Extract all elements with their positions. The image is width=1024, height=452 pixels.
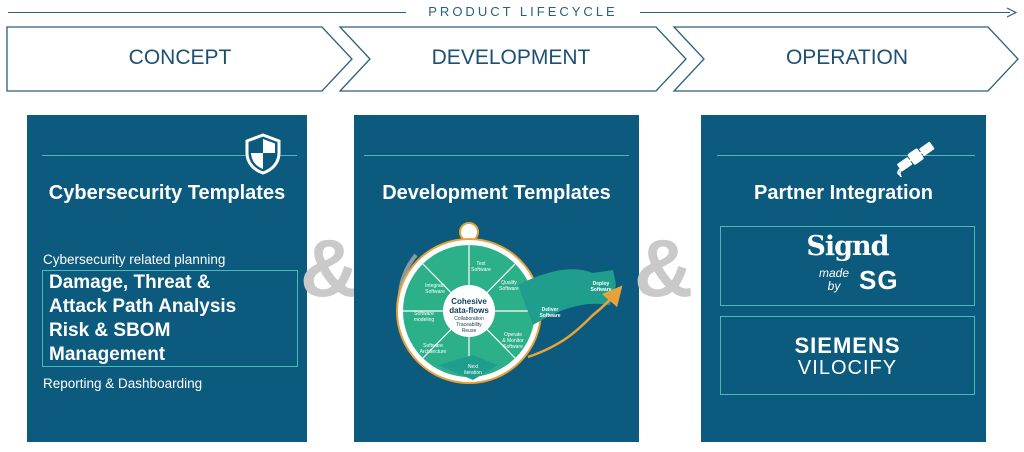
partner-signd: Signd made by SG <box>720 226 975 306</box>
panel-concept: Cybersecurity Templates Cybersecurity re… <box>27 115 307 442</box>
deploy-label: Deploy <box>593 281 610 287</box>
center-hub <box>443 285 495 337</box>
panel-operation: Partner Integration Signd made by SG SIE… <box>701 115 986 442</box>
signd-logo: Signd <box>806 231 889 262</box>
panel-title: Development Templates <box>382 182 611 204</box>
arrowhead-icon <box>1006 7 1017 18</box>
panel-development: Development Templates <box>354 115 639 442</box>
partner-siemens: SIEMENS VILOCIFY <box>720 316 975 395</box>
shield-icon <box>245 133 281 175</box>
segment-label: Operate <box>504 332 522 338</box>
segment-label: Software <box>471 267 491 273</box>
highlight-line: Damage, Threat & <box>49 272 211 293</box>
next-iteration-tail <box>438 355 498 380</box>
segment-label: Software <box>414 311 434 317</box>
segment-label: Integrate <box>425 283 445 289</box>
segment-label: Software <box>539 313 560 319</box>
chevron-operation <box>672 26 1019 92</box>
made-label: made <box>819 266 850 280</box>
highlight-line: Management <box>49 344 166 365</box>
by-label: by <box>827 279 841 293</box>
panel-title: Cybersecurity Templates <box>48 182 286 204</box>
deploy-band <box>518 269 616 325</box>
lifecycle-line-left <box>8 12 406 13</box>
segment-label: Software <box>503 344 523 350</box>
center-sub-2: Traceability <box>456 322 482 328</box>
ampersand-connector: & <box>634 223 694 314</box>
orange-loop-arrow <box>527 285 623 359</box>
siemens-logo: SIEMENS <box>794 333 901 358</box>
segment-label: & Monitor <box>502 338 524 344</box>
highlight-line: Attack Path Analysis <box>49 296 237 317</box>
cyber-subtitle: Cybersecurity related planning <box>43 252 226 267</box>
highlight-line: Risk & SBOM <box>49 320 171 341</box>
panel-rule <box>717 155 975 156</box>
segment-label: Next <box>468 364 479 370</box>
ampersand-connector: & <box>300 223 360 314</box>
phase-development: DEVELOPMENT <box>431 46 591 69</box>
segment-label: Deliver <box>542 307 559 313</box>
satellite-icon <box>897 141 935 177</box>
panel-rule <box>364 155 629 156</box>
lifecycle-title: PRODUCT LIFECYCLE <box>428 4 618 19</box>
lifecycle-line-right <box>640 12 1010 13</box>
highlight-box <box>42 270 298 367</box>
vilocify-logo: VILOCIFY <box>797 357 898 379</box>
segment-label: Software <box>499 286 519 292</box>
segment-label: Software <box>425 289 445 295</box>
chevron-development <box>338 26 687 92</box>
panel-title: Partner Integration <box>754 182 933 204</box>
center-title-2: data-flows <box>449 306 489 315</box>
segment-label: modeling <box>414 317 435 323</box>
panel-rule <box>42 155 297 156</box>
deploy-label: Software <box>590 287 611 293</box>
made-by-text: made by <box>819 267 849 293</box>
sg-logo: SG <box>859 265 899 295</box>
phase-operation: OPERATION <box>785 46 909 69</box>
segment-label: Qualify <box>501 280 517 286</box>
segment-label: iteration <box>464 370 482 376</box>
center-title-1: Cohesive <box>451 297 487 306</box>
phase-concept: CONCEPT <box>128 46 232 69</box>
segment-label: Test <box>476 261 486 267</box>
highlight-text: Damage, Threat & Attack Path Analysis Ri… <box>49 271 236 367</box>
cyber-footer: Reporting & Dashboarding <box>43 376 203 391</box>
development-cycle-diagram: Cohesive data-flows Collaboration Tracea… <box>396 222 623 384</box>
center-sub-3: Reuse <box>462 328 477 334</box>
center-sub-1: Collaboration <box>454 316 484 322</box>
segment-label: Software <box>423 343 443 349</box>
chevron-concept <box>6 26 353 92</box>
lifecycle-chevrons <box>6 26 1019 92</box>
segment-label: Architecture <box>420 349 447 355</box>
